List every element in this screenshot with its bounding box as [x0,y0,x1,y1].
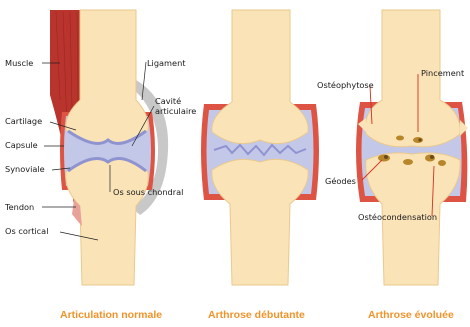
label-subchondral: Os sous chondral [113,187,183,197]
label-ligament: Ligament [147,58,186,68]
panel-advanced-arthrosis: Ostéophytose Pincement Géodes Ostéoconde… [317,10,468,321]
label-pinching: Pincement [421,68,465,78]
label-osteocondensation: Ostéocondensation [358,212,437,222]
label-cortical: Os cortical [5,226,48,236]
caption-advanced: Arthrose évoluée [368,309,454,321]
label-geodes: Géodes [325,176,356,186]
label-cavity-line1: Cavité [155,96,181,106]
upper-bone [365,10,460,147]
label-cavity-line2: articulaire [155,106,196,116]
label-capsule: Capsule [5,140,38,150]
label-synovial: Synoviale [5,164,45,174]
caption-normal: Articulation normale [60,309,162,321]
panel-normal-joint: Muscle Cartilage Capsule Synoviale Tendo… [4,10,196,321]
caption-early: Arthrose débutante [208,309,305,321]
label-muscle: Muscle [5,58,33,68]
label-tendon: Tendon [4,202,34,212]
upper-bone [212,10,308,144]
lower-bone [212,159,308,285]
label-cartilage: Cartilage [5,116,42,126]
label-osteophytosis: Ostéophytose [317,80,374,90]
panel-early-arthrosis: Arthrose débutante [201,10,319,321]
